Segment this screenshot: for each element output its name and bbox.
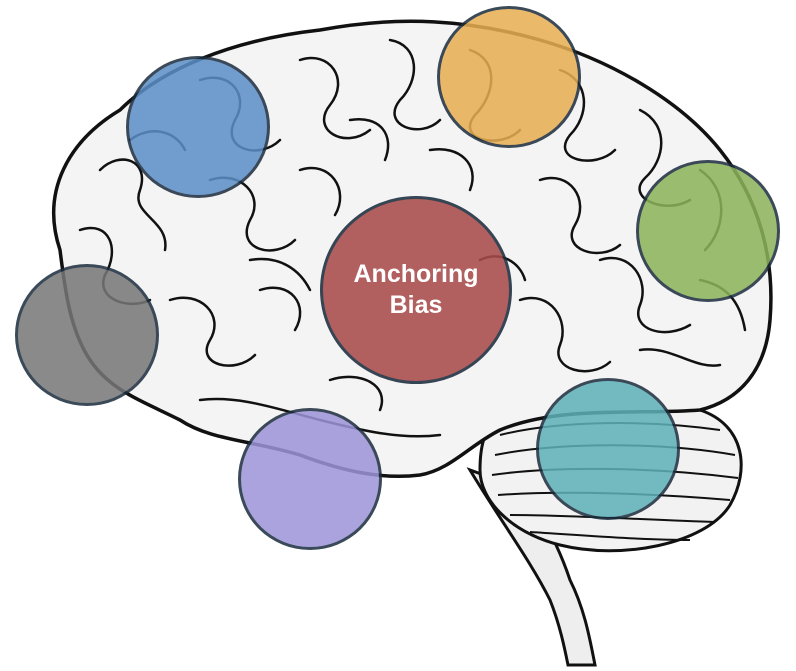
teal-node[interactable] xyxy=(536,378,680,520)
purple-node[interactable] xyxy=(238,408,382,550)
orange-node[interactable] xyxy=(437,6,581,148)
anchoring-bias-node[interactable] xyxy=(320,196,512,384)
green-node[interactable] xyxy=(636,160,780,302)
blue-node[interactable] xyxy=(126,56,270,198)
gray-node[interactable] xyxy=(15,264,159,406)
